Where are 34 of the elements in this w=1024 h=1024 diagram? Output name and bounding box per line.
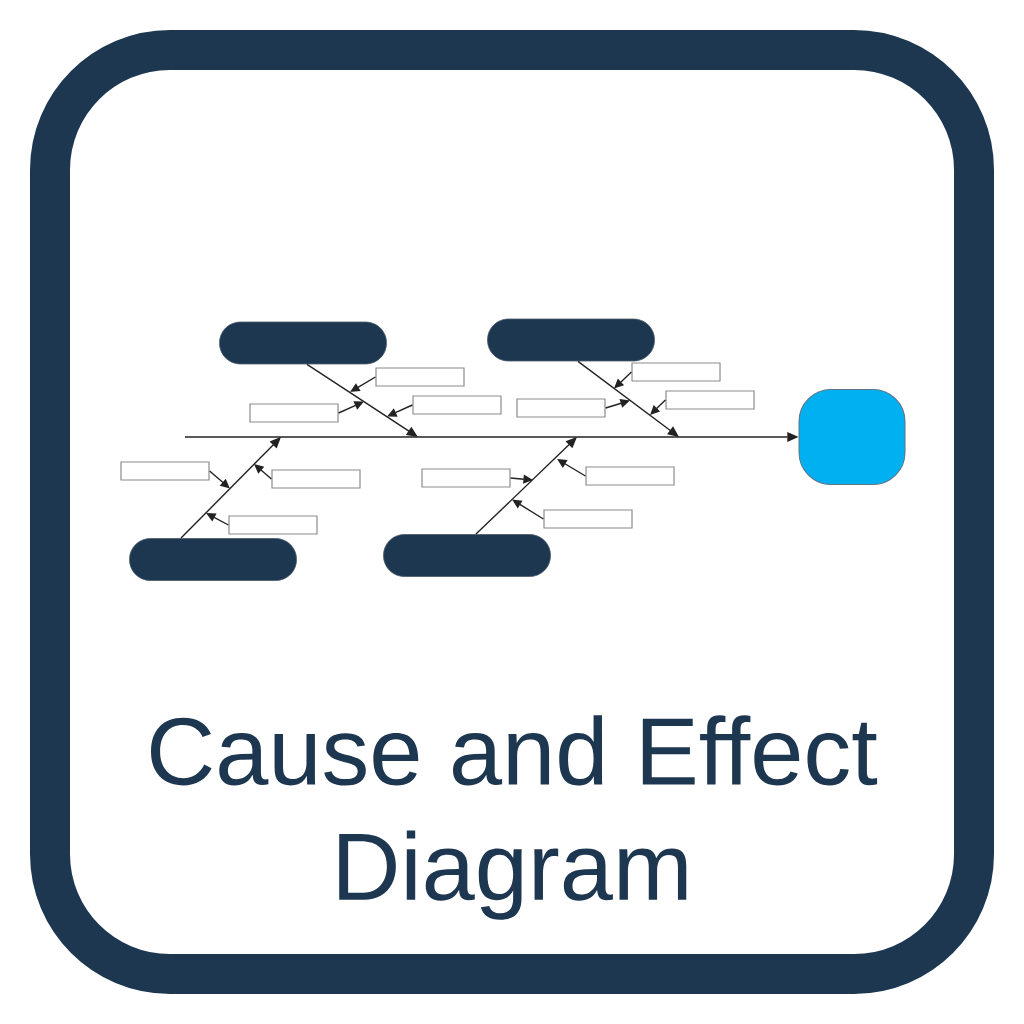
cause-box	[543, 509, 633, 529]
arrow	[650, 399, 667, 415]
bone-arrow	[475, 437, 577, 535]
arrow	[350, 376, 377, 392]
arrow	[387, 404, 414, 417]
arrow	[254, 464, 273, 480]
cause-box	[421, 468, 511, 488]
cause-box	[120, 461, 210, 481]
cause-box	[412, 395, 502, 415]
category-box	[383, 534, 551, 577]
category-box	[219, 321, 387, 365]
arrow	[208, 470, 230, 489]
cause-box	[375, 367, 465, 387]
effect-box	[798, 389, 906, 485]
title: Cause and Effect Diagram	[151, 715, 878, 920]
arrow	[604, 398, 630, 409]
category-box	[487, 318, 655, 362]
cause-box	[585, 466, 675, 486]
arrow	[614, 371, 633, 389]
cause-box	[271, 469, 361, 489]
arrow	[337, 401, 364, 414]
arrow	[206, 513, 230, 526]
cause-box	[228, 515, 318, 535]
cause-box	[516, 398, 606, 418]
cause-box	[249, 403, 339, 423]
arrow	[512, 499, 545, 520]
arrow	[509, 474, 533, 484]
category-box	[129, 538, 297, 581]
bone-arrow	[306, 363, 418, 437]
arrow	[557, 459, 587, 477]
bone-arrow	[180, 437, 281, 539]
cause-box	[631, 362, 721, 382]
cause-box	[665, 390, 755, 410]
bone-arrow	[577, 360, 679, 437]
